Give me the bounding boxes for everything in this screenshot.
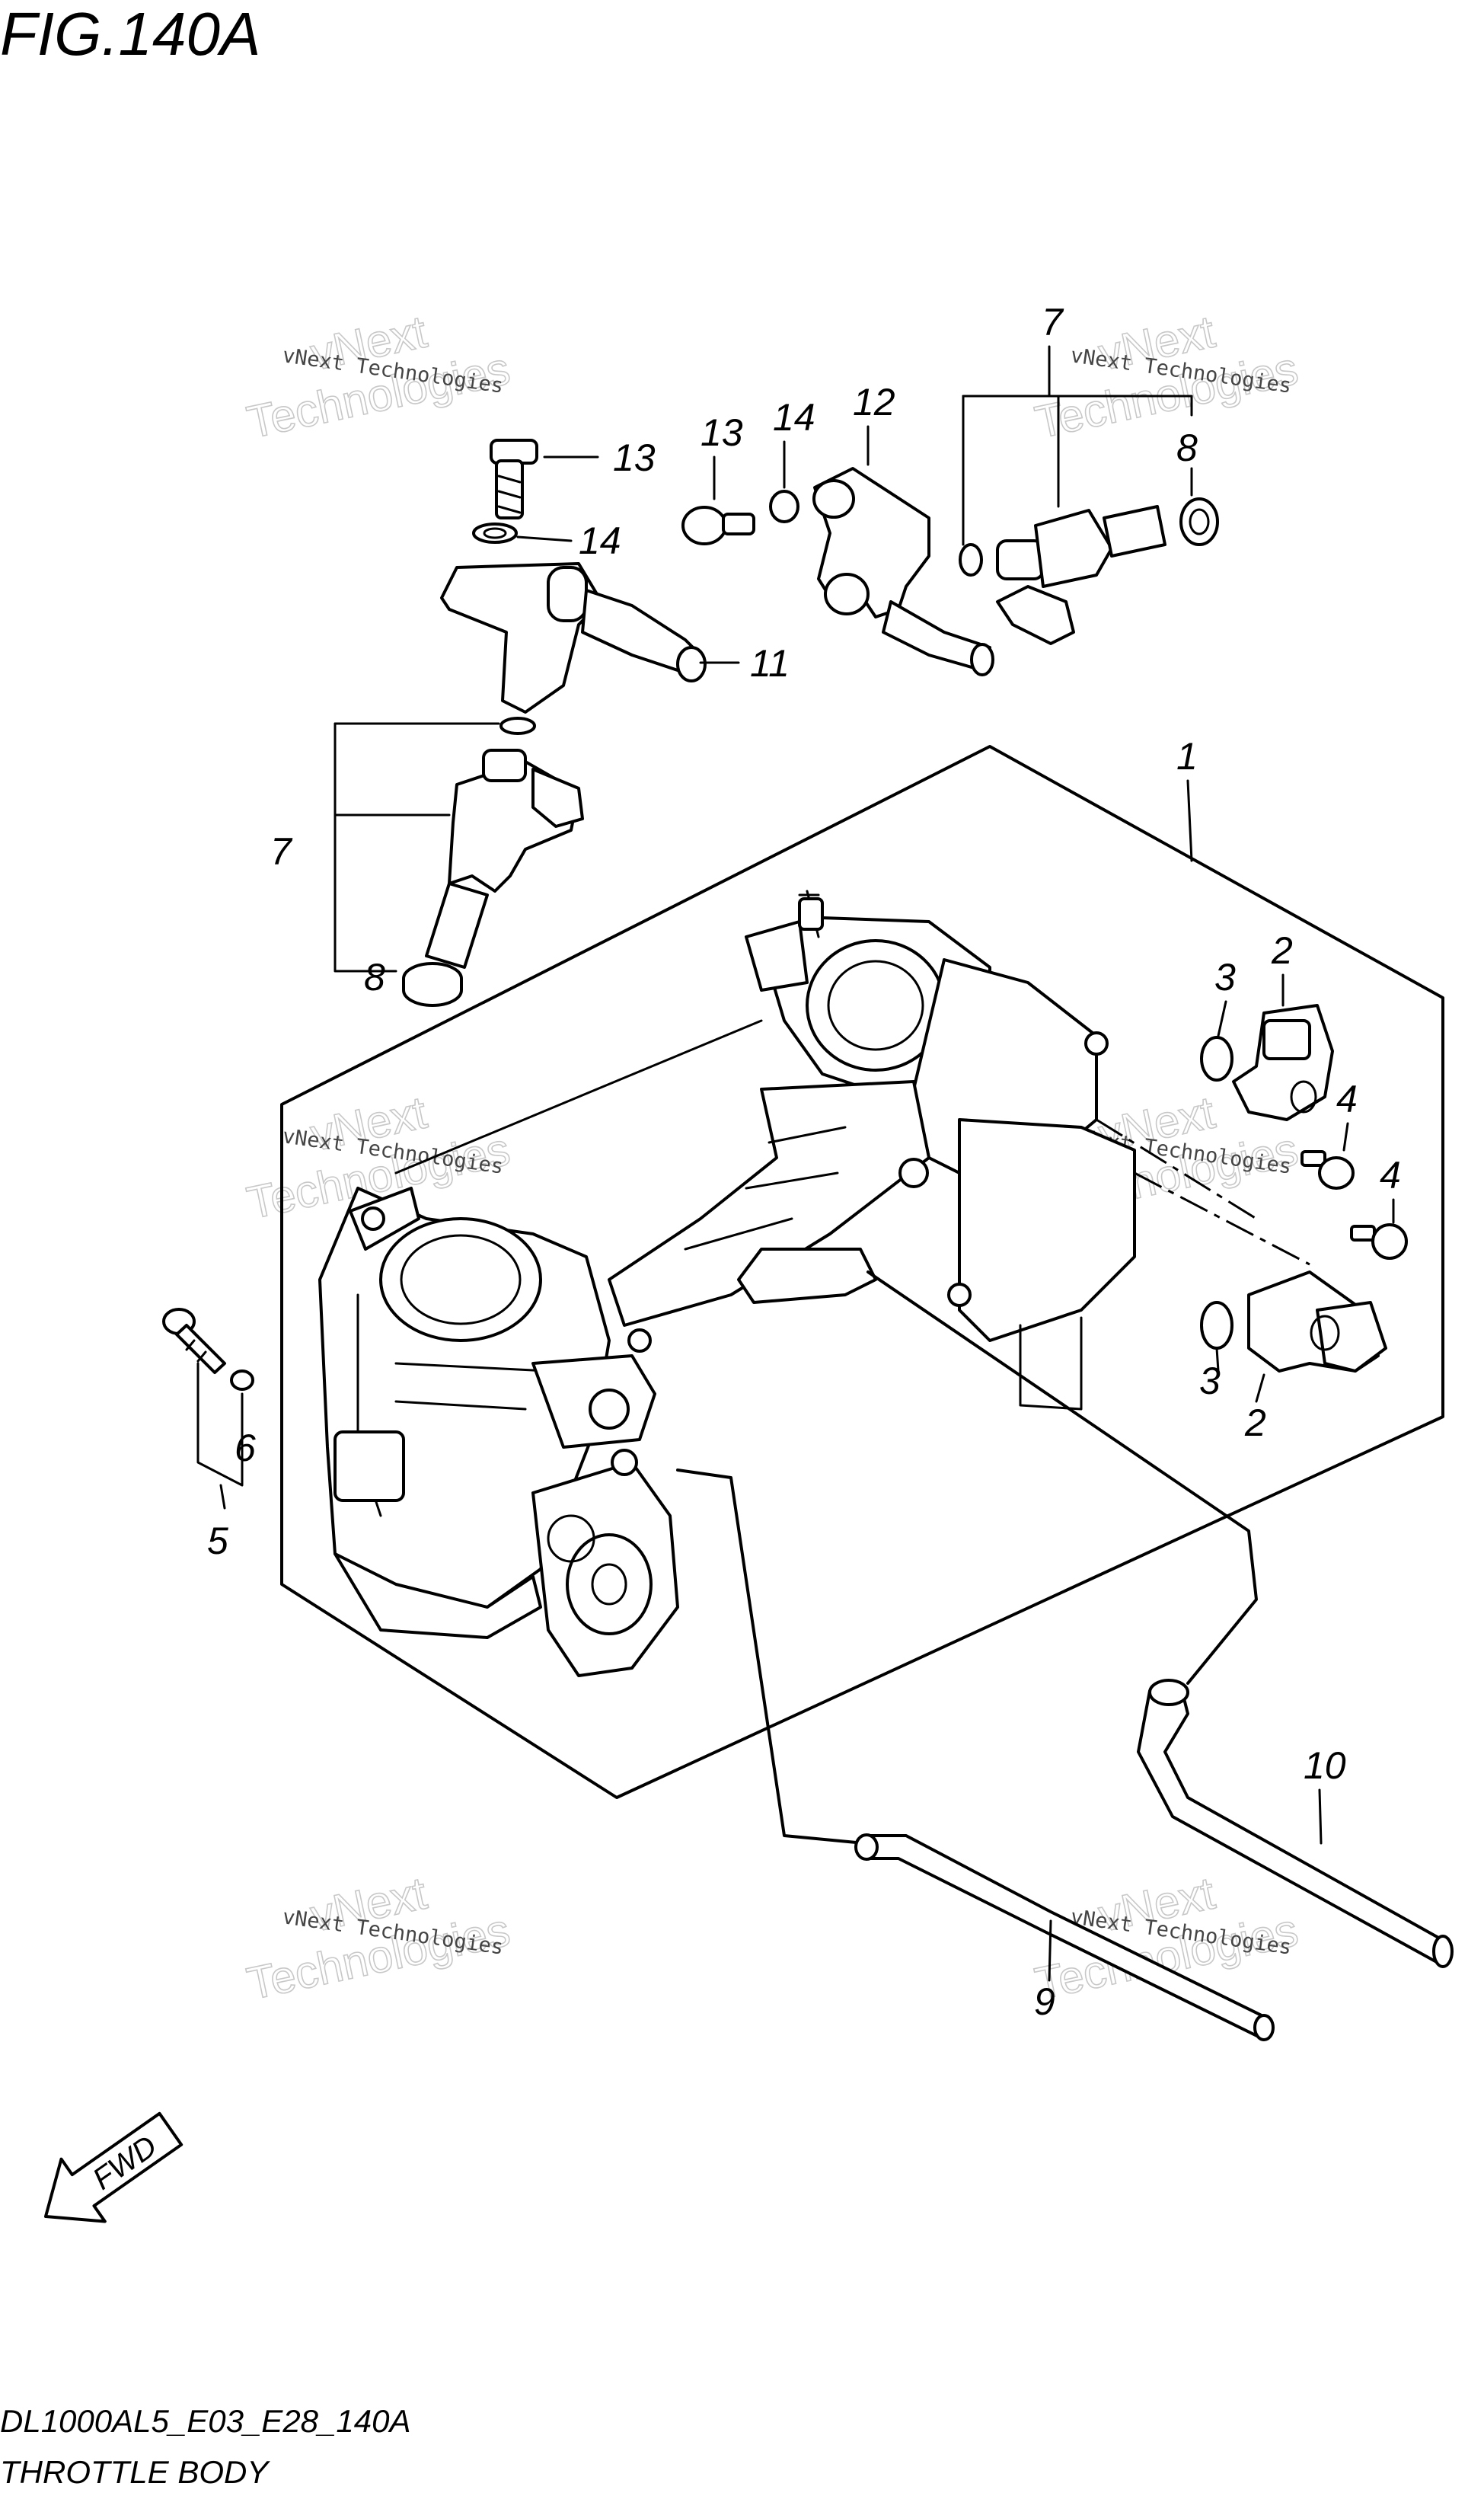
bracket-7-8-right [962, 395, 1193, 417]
watermark-bottom-left: vNext Technologies vNext Technologies [242, 1867, 515, 2010]
watermark-top-left: vNext Technologies vNext Technologies [242, 305, 515, 449]
injector-7-left [425, 749, 584, 969]
callout-10: 10 [1304, 1744, 1346, 1787]
leader-9-route [676, 1469, 866, 1845]
callout-1: 1 [1176, 735, 1198, 778]
figure-name: THROTTLE BODY [0, 2454, 270, 2490]
leader-9 [1048, 1919, 1052, 1982]
seal-8-left [402, 962, 463, 1007]
leader-2-lower [1255, 1373, 1265, 1403]
screw-13-right [681, 506, 755, 545]
washer-14-left [472, 523, 518, 544]
seal-8-right [1179, 497, 1219, 546]
screw-4-lower [1350, 1223, 1408, 1260]
callout-13-right: 13 [701, 411, 743, 454]
callout-9: 9 [1034, 1980, 1055, 2023]
callout-5: 5 [207, 1520, 228, 1562]
screw-5 [162, 1308, 226, 1374]
callout-12: 12 [853, 381, 895, 423]
callout-4-upper: 4 [1336, 1078, 1358, 1120]
fwd-arrow: FWD [44, 2111, 184, 2223]
hose-10 [1137, 1679, 1454, 1968]
callout-3-upper: 3 [1214, 956, 1236, 999]
throttle-body [318, 890, 1136, 1677]
sensor-2-upper [1232, 1004, 1334, 1121]
bracket-7-8-left [334, 722, 397, 973]
leader-10-route [866, 1270, 1258, 1685]
dashline-lower-sensor [1134, 1171, 1310, 1266]
oring-3-lower [1200, 1301, 1233, 1350]
leader-14-left [516, 535, 573, 542]
callout-14-left: 14 [579, 519, 621, 562]
oring-7-left [499, 717, 536, 735]
callout-8-right: 8 [1176, 427, 1198, 469]
hose-9 [854, 1833, 1275, 2041]
bracket-5-6 [196, 1362, 244, 1487]
washer-14-right [769, 490, 799, 523]
callout-11: 11 [750, 642, 790, 685]
watermark-bottom-right: vNext Technologies vNext Technologies [1030, 1867, 1303, 2010]
fuel-pipe-12 [812, 467, 994, 676]
watermark-top-right: vNext Technologies vNext Technologies [1030, 305, 1303, 449]
callout-4-lower: 4 [1380, 1154, 1401, 1197]
leader-3-upper [1217, 1000, 1227, 1037]
callout-6: 6 [235, 1427, 256, 1469]
sensor-2-lower [1247, 1270, 1387, 1373]
leader-3-lower [1215, 1347, 1220, 1373]
callout-8-left: 8 [364, 956, 385, 999]
callout-14-right: 14 [773, 396, 815, 439]
fuel-pipe-11 [440, 562, 707, 714]
screw-13-left [490, 439, 538, 519]
leader-5 [219, 1484, 226, 1510]
callout-3-lower: 3 [1199, 1360, 1221, 1402]
callout-7-right: 7 [1042, 301, 1064, 344]
callout-7-left: 7 [270, 830, 293, 873]
figure-title: FIG.140A [0, 0, 260, 68]
oring-3-upper [1200, 1036, 1233, 1082]
callout-2-upper: 2 [1271, 929, 1293, 972]
leader-4-upper [1342, 1122, 1349, 1152]
leader-10 [1318, 1788, 1323, 1845]
screw-4-upper [1300, 1150, 1355, 1190]
callout-13-left: 13 [613, 436, 656, 479]
callout-2-lower: 2 [1244, 1401, 1266, 1444]
oring-7-right [959, 543, 983, 577]
figure-code: DL1000AL5_E03_E28_140A [0, 2403, 410, 2439]
dashline-upper-sensor [1096, 1118, 1257, 1220]
assembly-outline [280, 745, 1444, 1799]
injector-7-right [996, 505, 1166, 645]
washer-6 [230, 1369, 254, 1391]
leader-1 [1186, 779, 1193, 862]
